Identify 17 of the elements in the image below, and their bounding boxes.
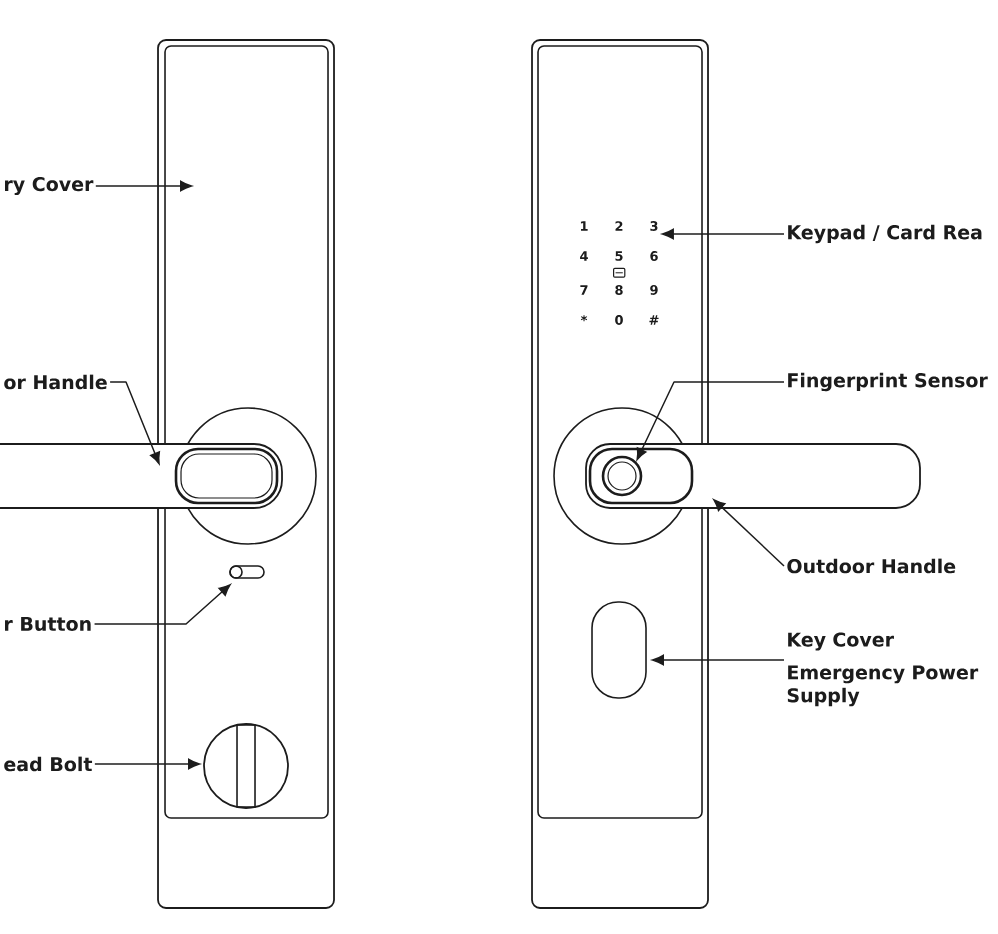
callout-label: ry Cover (5, 176, 94, 196)
leader-line (713, 499, 785, 567)
callout-label: Key Cover (788, 632, 894, 651)
callout-label: Fingerprint Sensor (788, 372, 988, 392)
callout-label: r Button (5, 616, 91, 632)
leader-line (636, 381, 785, 461)
callout-label: Emergency Power Supply (787, 665, 979, 707)
leader-line (652, 654, 785, 666)
leader-line (93, 584, 231, 625)
callout-label: Keypad / Card Rea (788, 224, 982, 244)
leader-line (661, 228, 785, 240)
leader-line (94, 758, 201, 770)
callout-label: Outdoor Handle (787, 558, 956, 574)
leader-line (95, 180, 193, 192)
callout-label: or Handle (4, 374, 107, 390)
leader-line (109, 381, 161, 465)
callout-label: ead Bolt (4, 756, 93, 772)
